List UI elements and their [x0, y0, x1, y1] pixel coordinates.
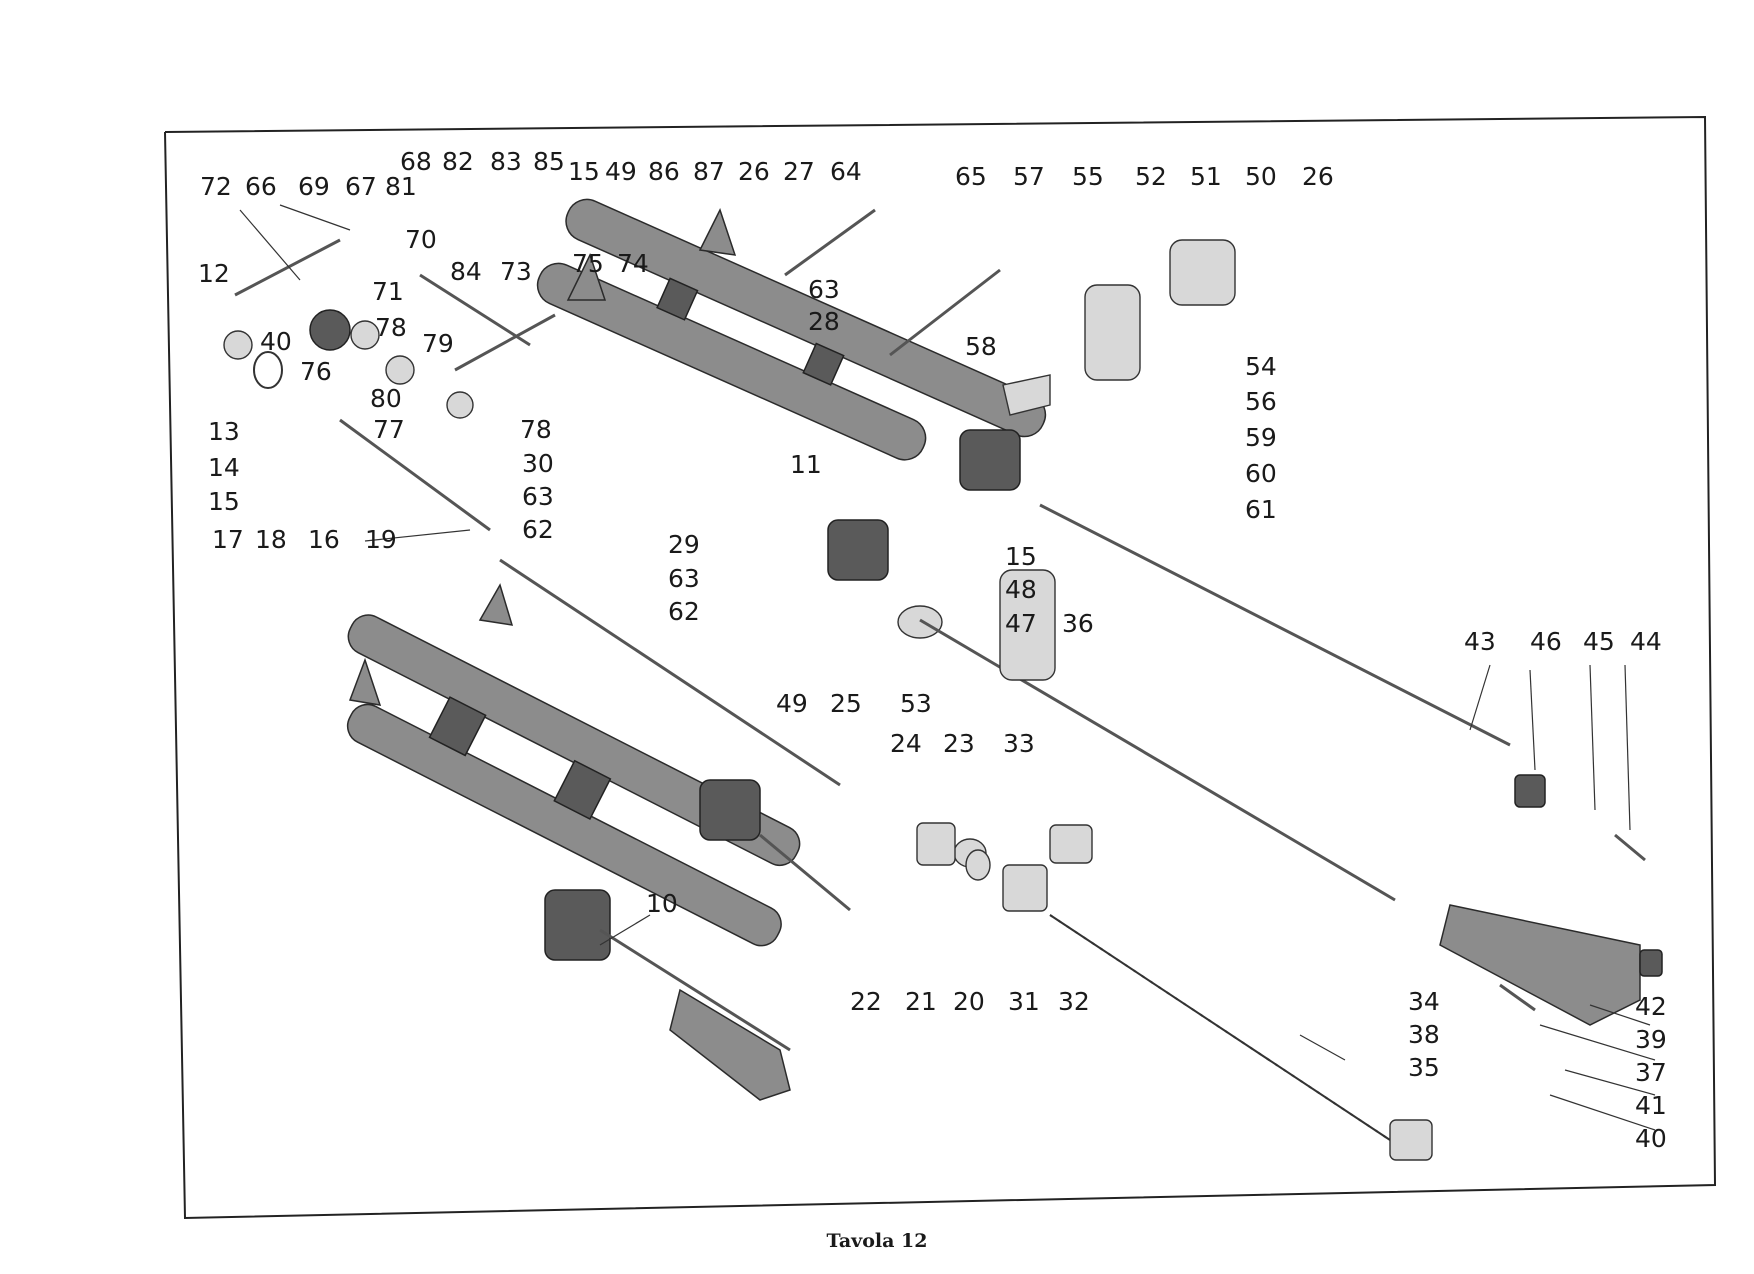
upper-crown-assembly [536, 198, 1047, 581]
callout-label: 21 [905, 987, 937, 1016]
callout-label: 49 [776, 689, 808, 718]
plate-frame [164, 115, 1717, 1220]
callout-label: 56 [1245, 387, 1277, 416]
callout-label: 82 [442, 147, 474, 176]
callout-label: 70 [405, 225, 437, 254]
callout-label: 84 [450, 257, 482, 286]
callout-label: 81 [385, 172, 417, 201]
callout-label: 60 [1245, 459, 1277, 488]
callout-label: 58 [965, 332, 997, 361]
callout-label: 16 [308, 525, 340, 554]
callout-label: 71 [372, 277, 404, 306]
callout-label: 29 [668, 530, 700, 559]
callout-label: 44 [1630, 627, 1662, 656]
callout-label: 35 [1408, 1053, 1440, 1082]
callout-label: 39 [1635, 1025, 1667, 1054]
callout-label: 50 [1245, 162, 1277, 191]
callout-label: 19 [365, 525, 397, 554]
callout-label: 12 [198, 259, 230, 288]
callout-label: 46 [1530, 627, 1562, 656]
callout-label: 49 [605, 157, 637, 186]
handlebar-parts [223, 238, 987, 868]
callout-label: 69 [298, 172, 330, 201]
callout-label: 25 [830, 689, 862, 718]
callout-label: 31 [1008, 987, 1040, 1016]
callout-label: 62 [668, 597, 700, 626]
callout-label: 67 [345, 172, 377, 201]
callout-label: 38 [1408, 1020, 1440, 1049]
callout-label: 24 [890, 729, 922, 758]
callout-label: 68 [400, 147, 432, 176]
callout-label: 80 [370, 384, 402, 413]
callout-label: 18 [255, 525, 287, 554]
callout-label: 47 [1005, 609, 1037, 638]
callout-label: 32 [1058, 987, 1090, 1016]
callout-label: 63 [808, 275, 840, 304]
cover-plates [999, 239, 1236, 681]
callout-label: 73 [500, 257, 532, 286]
callout-label: 22 [850, 987, 882, 1016]
callout-label: 52 [1135, 162, 1167, 191]
callout-label: 62 [522, 515, 554, 544]
callout-label: 78 [520, 415, 552, 444]
callout-label: 65 [955, 162, 987, 191]
callout-label: 14 [208, 453, 240, 482]
callout-label: 48 [1005, 575, 1037, 604]
callout-label: 54 [1245, 352, 1277, 381]
callout-label: 85 [533, 147, 565, 176]
callout-label: 15 [208, 487, 240, 516]
callout-label: 74 [617, 249, 649, 278]
callout-label: 27 [783, 157, 815, 186]
lower-fork-assembly [346, 583, 851, 1101]
callout-label: 45 [1583, 627, 1615, 656]
tie-rods [339, 208, 1511, 902]
callout-label: 42 [1635, 992, 1667, 1021]
callout-label: 66 [245, 172, 277, 201]
callout-label: 26 [1302, 162, 1334, 191]
callout-label: 53 [900, 689, 932, 718]
callout-label: 61 [1245, 495, 1277, 524]
callout-label: 72 [200, 172, 232, 201]
callout-label: 34 [1408, 987, 1440, 1016]
callout-label: 76 [300, 357, 332, 386]
callout-label: 41 [1635, 1091, 1667, 1120]
plate-caption: Tavola 12 [826, 1230, 928, 1252]
callout-label: 11 [790, 450, 822, 479]
callout-label: 59 [1245, 423, 1277, 452]
callout-label: 43 [1464, 627, 1496, 656]
callout-label: 87 [693, 157, 725, 186]
callout-label: 51 [1190, 162, 1222, 191]
callout-label: 13 [208, 417, 240, 446]
callout-label: 55 [1072, 162, 1104, 191]
callout-label: 33 [1003, 729, 1035, 758]
callouts: 72 66 69 67 81 68 82 83 85 15 49 86 87 2… [198, 147, 1667, 1153]
callout-label: 63 [668, 564, 700, 593]
callout-label: 64 [830, 157, 862, 186]
callout-label: 15 [1005, 542, 1037, 571]
callout-label: 37 [1635, 1058, 1667, 1087]
callout-label: 23 [943, 729, 975, 758]
callout-label: 30 [522, 449, 554, 478]
callout-label: 26 [738, 157, 770, 186]
callout-label: 28 [808, 307, 840, 336]
callout-label: 86 [648, 157, 680, 186]
callout-label: 17 [212, 525, 244, 554]
callout-label: 83 [490, 147, 522, 176]
callout-label: 20 [953, 987, 985, 1016]
callout-label: 10 [646, 889, 678, 918]
damper-parts [916, 774, 1663, 1161]
leader-lines [239, 204, 1656, 1131]
callout-label: 78 [375, 313, 407, 342]
callout-label: 40 [1635, 1124, 1667, 1153]
callout-label: 36 [1062, 609, 1094, 638]
callout-label: 63 [522, 482, 554, 511]
callout-label: 57 [1013, 162, 1045, 191]
callout-label: 79 [422, 329, 454, 358]
callout-label: 75 [572, 249, 604, 278]
callout-label: 40 [260, 327, 292, 356]
callout-label: 15 [568, 157, 600, 186]
callout-label: 77 [373, 415, 405, 444]
